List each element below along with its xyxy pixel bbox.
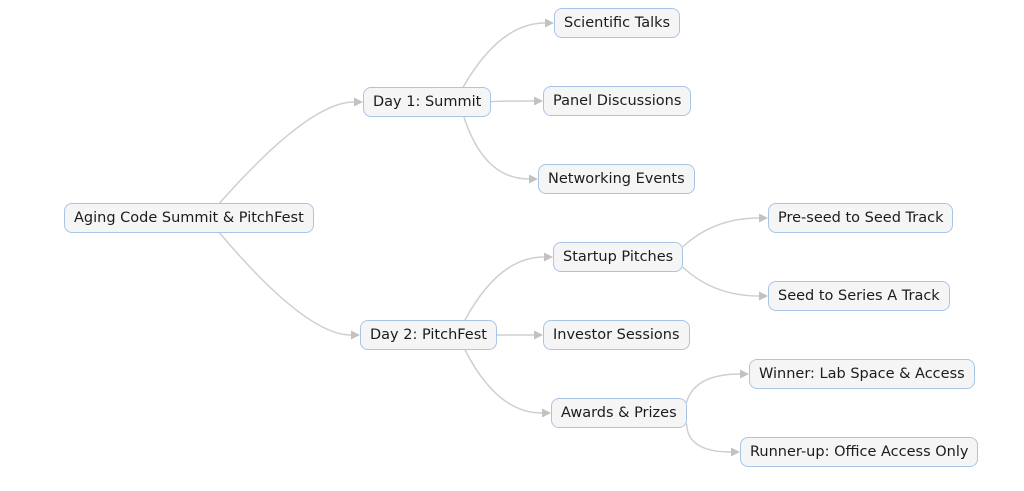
node-scientific-talks: Scientific Talks (554, 8, 681, 38)
arrowhead-icon (759, 213, 768, 223)
connector-awards-runnerup (685, 423, 732, 453)
node-seed-to-series-a-track: Seed to Series A Track (768, 281, 950, 311)
arrowhead-icon (759, 291, 768, 301)
node-panel-discussions: Panel Discussions (543, 86, 692, 116)
connector-pitches-preseed (682, 217, 760, 248)
connector-root-day2 (218, 232, 352, 336)
node-winner-lab-space: Winner: Lab Space & Access (749, 359, 975, 389)
connector-day1-panels (490, 100, 535, 103)
arrowhead-icon (545, 18, 554, 28)
connector-awards-winner (685, 373, 741, 403)
node-networking-events: Networking Events (538, 164, 695, 194)
node-preseed-to-seed-track: Pre-seed to Seed Track (768, 203, 954, 233)
arrowhead-icon (731, 447, 740, 457)
node-investor-sessions: Investor Sessions (543, 320, 690, 350)
node-runner-up-office-access: Runner-up: Office Access Only (740, 437, 979, 467)
arrowhead-icon (544, 252, 553, 262)
node-startup-pitches: Startup Pitches (553, 242, 684, 272)
connector-root-day1 (218, 101, 355, 204)
arrowhead-icon (542, 408, 551, 418)
arrowhead-icon (354, 97, 363, 107)
connector-pitches-seeda (682, 266, 760, 297)
connector-day2-pitches (464, 256, 545, 321)
connector-day2-awards (464, 349, 543, 414)
node-root-aging-code-summit: Aging Code Summit & PitchFest (64, 203, 314, 233)
node-awards-and-prizes: Awards & Prizes (551, 398, 687, 428)
node-day-1-summit: Day 1: Summit (363, 87, 492, 117)
connector-day1-networking (463, 116, 530, 180)
arrowhead-icon (740, 369, 749, 379)
arrowhead-icon (534, 96, 543, 106)
arrowhead-icon (534, 330, 543, 340)
node-day-2-pitchfest: Day 2: PitchFest (360, 320, 497, 350)
connector-day1-talks (462, 22, 546, 88)
arrowhead-icon (529, 174, 538, 184)
arrowhead-icon (351, 330, 360, 340)
